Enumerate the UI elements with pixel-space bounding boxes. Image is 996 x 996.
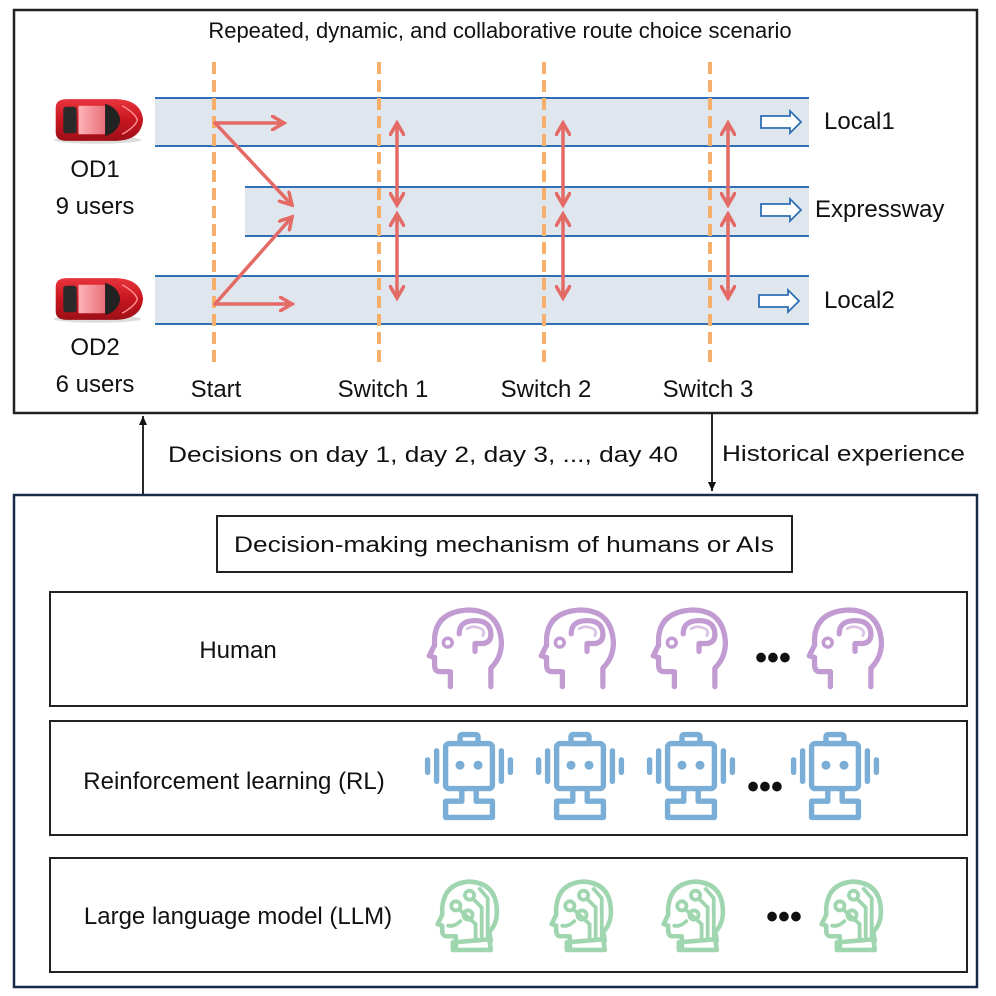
mechanism-title: Decision-making mechanism of humans or A…	[234, 532, 774, 557]
agent-label-llm: Large language model (LLM)	[84, 903, 392, 930]
checkpoint-start: Start	[191, 376, 242, 403]
route-label-local1: Local1	[824, 108, 895, 135]
car-od2-icon	[53, 277, 144, 323]
agent-row-rl: Reinforcement learning (RL) •••	[49, 720, 968, 836]
agent-label-human: Human	[199, 637, 276, 664]
agent-row-human: Human •••	[49, 591, 968, 707]
od2-expressway-arrow	[213, 217, 292, 306]
agent-row-llm: Large language model (LLM) •••	[49, 857, 968, 973]
od2-users: 6 users	[56, 371, 135, 398]
route-label-expressway: Expressway	[815, 196, 944, 223]
checkpoint-switch1: Switch 1	[338, 376, 429, 403]
local1-direction-icon	[760, 108, 803, 136]
od1-users: 9 users	[56, 193, 135, 220]
checkpoint-switch2: Switch 2	[501, 376, 592, 403]
scenario-title: Repeated, dynamic, and collaborative rou…	[208, 18, 791, 43]
ellipsis: •••	[747, 768, 783, 806]
road-expressway	[245, 186, 809, 237]
mechanism-title-box	[216, 515, 793, 573]
od1-label: OD1	[70, 156, 119, 183]
car-od1-icon	[53, 98, 144, 144]
road-local2	[155, 275, 809, 325]
route-label-local2: Local2	[824, 287, 895, 314]
local2-direction-icon	[758, 287, 801, 315]
checkpoint-switch3: Switch 3	[663, 376, 754, 403]
od2-label: OD2	[70, 334, 119, 361]
ellipsis: •••	[766, 898, 802, 936]
agent-label-rl: Reinforcement learning (RL)	[83, 768, 384, 795]
ellipsis: •••	[755, 639, 791, 677]
decisions-label: Decisions on day 1, day 2, day 3, ..., d…	[168, 442, 678, 467]
od1-expressway-arrow	[213, 121, 292, 205]
experience-label: Historical experience	[722, 441, 965, 466]
expressway-direction-icon	[760, 196, 803, 224]
